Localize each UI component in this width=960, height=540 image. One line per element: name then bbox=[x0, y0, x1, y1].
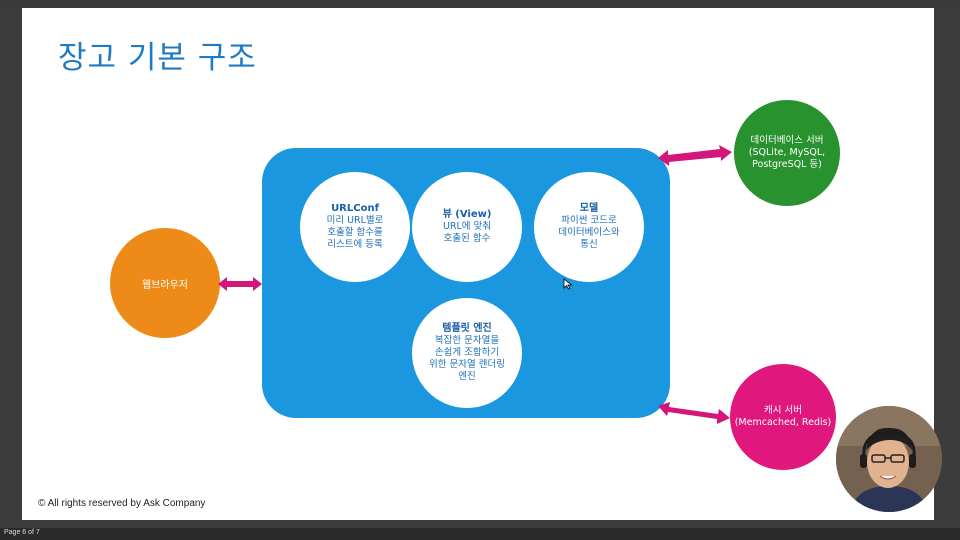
model-title: 모델 bbox=[579, 203, 599, 214]
model-line: 통신 bbox=[580, 239, 598, 250]
model-line: 데이터베이스와 bbox=[558, 227, 620, 238]
cache-server-node: 캐시 서버 (Memcached, Redis) bbox=[730, 364, 836, 470]
database-line: PostgreSQL 등) bbox=[752, 159, 822, 170]
mouse-cursor-icon bbox=[563, 278, 573, 290]
database-server-node: 데이터베이스 서버 (SQLite, MySQL, PostgreSQL 등) bbox=[734, 100, 840, 206]
view-line: URL에 맞춰 bbox=[442, 221, 492, 232]
template-line: 복잡한 문자열을 bbox=[434, 335, 500, 346]
status-bar: Page 6 of 7 bbox=[0, 528, 960, 540]
slide: 장고 기본 구조 웹브라우저 URLConf 미리 URL별로 호출할 함수를 … bbox=[22, 8, 934, 520]
web-browser-node: 웹브라우저 bbox=[110, 228, 220, 338]
template-title: 템플릿 엔진 bbox=[442, 323, 492, 334]
page-indicator: Page 6 of 7 bbox=[4, 529, 40, 536]
panel-cache-arrow bbox=[658, 402, 730, 424]
urlconf-node: URLConf 미리 URL별로 호출할 함수를 리스트에 등록 bbox=[300, 172, 410, 282]
view-title: 뷰 (View) bbox=[442, 209, 492, 220]
template-line: 엔진 bbox=[458, 371, 476, 382]
presenter-webcam-video bbox=[836, 406, 942, 512]
copyright-text: © All rights reserved by Ask Company bbox=[38, 498, 206, 509]
web-browser-label: 웹브라우저 bbox=[142, 279, 188, 291]
model-line: 파이썬 코드로 bbox=[561, 215, 617, 226]
django-core-panel: URLConf 미리 URL별로 호출할 함수를 리스트에 등록 뷰 (View… bbox=[262, 148, 670, 418]
urlconf-title: URLConf bbox=[331, 203, 379, 214]
urlconf-line: 미리 URL별로 bbox=[326, 215, 384, 226]
view-node: 뷰 (View) URL에 맞춰 호출된 함수 bbox=[412, 172, 522, 282]
cache-line: 캐시 서버 bbox=[764, 405, 802, 416]
urlconf-line: 리스트에 등록 bbox=[327, 239, 383, 250]
panel-database-arrow bbox=[658, 145, 732, 166]
template-line: 손쉽게 조합하기 bbox=[434, 347, 500, 358]
browser-panel-arrow bbox=[218, 277, 262, 291]
presenter-avatar-icon bbox=[836, 406, 942, 512]
cache-line: (Memcached, Redis) bbox=[734, 417, 832, 428]
database-line: (SQLite, MySQL, bbox=[748, 147, 826, 158]
view-line: 호출된 함수 bbox=[443, 233, 491, 244]
template-line: 위한 문자열 렌더링 bbox=[429, 359, 505, 370]
slide-title: 장고 기본 구조 bbox=[58, 40, 257, 76]
database-line: 데이터베이스 서버 bbox=[750, 135, 824, 146]
urlconf-line: 호출할 함수를 bbox=[327, 227, 383, 238]
template-engine-node: 템플릿 엔진 복잡한 문자열을 손쉽게 조합하기 위한 문자열 렌더링 엔진 bbox=[412, 298, 522, 408]
top-bar bbox=[0, 0, 960, 8]
model-node: 모델 파이썬 코드로 데이터베이스와 통신 bbox=[534, 172, 644, 282]
